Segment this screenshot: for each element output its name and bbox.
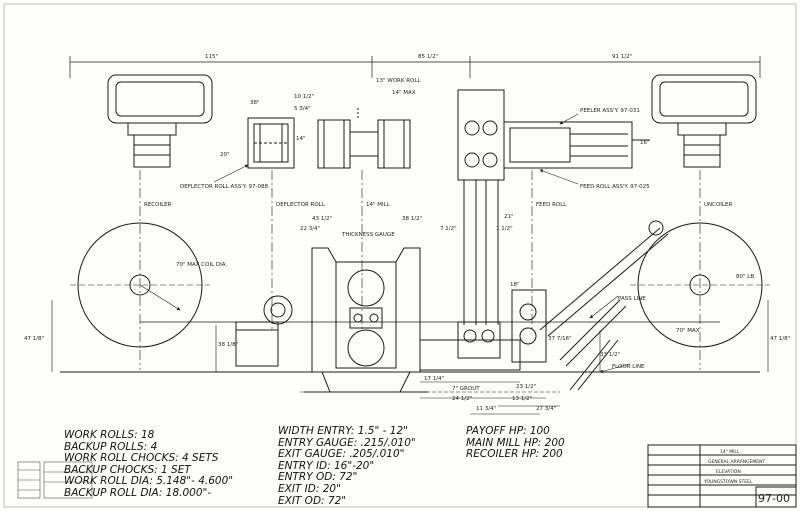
label-feed-roll-assy: FEED ROLL ASS'Y. 97-025 xyxy=(580,184,650,190)
main-mill-housing xyxy=(304,247,428,393)
dim-11-75: 11 3/4" xyxy=(476,406,496,412)
label-uncoiler: UNCOILER xyxy=(704,202,732,208)
label-feed-roll: FEED ROLL xyxy=(536,202,567,208)
label-peeler-assy: PEELER ASS'Y. 97-031 xyxy=(580,108,640,114)
dim-24-5: 24 1/2" xyxy=(452,396,472,402)
dim-38-5: 38 1/2" xyxy=(402,216,422,222)
dim-38: 38" xyxy=(250,100,260,106)
work-roll-chocks xyxy=(317,108,411,169)
dim-center: 85 1/2" xyxy=(418,54,438,60)
dim-7-5: 7 1/2" xyxy=(440,226,457,232)
uncoiler-motor xyxy=(651,74,757,168)
recoiler-motor xyxy=(107,74,213,168)
label-floor-line: FLOOR LINE xyxy=(612,364,645,370)
dim-1-5: 1 1/2" xyxy=(496,226,513,232)
drawing-number: 97-00 xyxy=(758,492,790,505)
uncoiler-coil xyxy=(630,222,770,348)
title-line-3: ELEVATION xyxy=(716,469,741,475)
label-mill: 14" MILL xyxy=(366,202,391,208)
title-line-2: GENERAL ARRANGEMENT xyxy=(708,459,766,465)
note-exit-gauge: EXIT GAUGE: .205/.010" xyxy=(278,448,405,461)
note-backup-rolls: BACKUP ROLLS: 4 xyxy=(64,440,158,453)
dim-20: 20" xyxy=(220,152,230,158)
dim-left: 115" xyxy=(205,54,218,60)
peeler-assembly xyxy=(503,121,650,169)
dim-37-7-16: 37 7/16" xyxy=(548,336,572,342)
note-entry-gauge: ENTRY GAUGE: .215/.010" xyxy=(278,436,416,449)
mill-stand xyxy=(457,89,505,325)
company-name: YOUNGSTOWN STEEL xyxy=(703,479,753,485)
note-recoiler-hp: RECOILER HP: 200 xyxy=(466,448,563,461)
label-deflector-roll-assy: DEFLECTOR ROLL ASS'Y. 97-088 xyxy=(180,184,269,190)
deflector-roll-assembly xyxy=(247,117,295,169)
dim-14-max: 14" MAX xyxy=(392,90,416,96)
dim-38-left: 38 1/8" xyxy=(218,342,238,348)
note-main-mill-hp: MAIN MILL HP: 200 xyxy=(466,436,565,449)
dim-18: 18" xyxy=(510,282,520,288)
label-thickness-gauge: THICKNESS GAUGE xyxy=(341,232,395,238)
note-backup-chocks: BACKUP CHOCKS: 1 SET xyxy=(64,463,191,476)
label-recoiler: RECOILER xyxy=(144,202,172,208)
note-work-rolls: WORK ROLLS: 18 xyxy=(64,429,155,441)
dim-10-5: 10 1/2" xyxy=(294,94,314,100)
label-pass-line: PASS LINE xyxy=(618,296,646,302)
dim-21: 21" xyxy=(504,214,514,220)
dim-70-max: 70" MAX xyxy=(676,328,700,334)
dim-16: 16" xyxy=(640,140,650,146)
dim-43-5: 43 1/2" xyxy=(312,216,332,222)
sheet-border xyxy=(3,3,797,508)
deflector-roll xyxy=(235,295,293,367)
title-line-1: 14" MILL xyxy=(720,449,740,455)
note-work-roll-dia: WORK ROLL DIA: 5.148"- 4.600" xyxy=(64,475,234,488)
title-block xyxy=(647,444,797,508)
feed-roll-stand xyxy=(419,289,547,371)
dim-23-5: 23 1/2" xyxy=(516,384,536,390)
dim-22-75: 22 3/4" xyxy=(300,226,320,232)
approval-stamps xyxy=(17,461,93,499)
dim-13-5: 13 1/2" xyxy=(512,396,532,402)
dim-7-grout: 7" GROUT xyxy=(452,386,480,392)
dim-33-5: 33 1/2" xyxy=(600,352,620,358)
note-width-entry: WIDTH ENTRY: 1.5" - 12" xyxy=(278,425,408,437)
dim-14: 14" xyxy=(296,136,306,142)
dim-13-work-roll: 13" WORK ROLL xyxy=(376,78,421,84)
note-entry-id: ENTRY ID: 16"-20" xyxy=(278,459,375,472)
note-payoff-hp: PAYOFF HP: 100 xyxy=(466,425,550,437)
dim-70-coil-dia: 70" MAX COIL DIA. xyxy=(176,262,227,268)
note-work-roll-chocks: WORK ROLL CHOCKS: 4 SETS xyxy=(64,452,219,465)
label-deflector-roll: DEFLECTOR ROLL xyxy=(276,202,326,208)
dim-80-lb: 80" LB. xyxy=(736,274,756,280)
dim-17-25: 17 1/4" xyxy=(424,376,444,382)
dim-27-75: 27 3/4" xyxy=(536,406,556,412)
notes-column-2: WIDTH ENTRY: 1.5" - 12" ENTRY GAUGE: .21… xyxy=(278,425,416,507)
note-entry-od: ENTRY OD: 72" xyxy=(278,471,358,484)
dim-right: 91 1/2" xyxy=(612,54,632,60)
note-exit-id: EXIT ID: 20" xyxy=(278,482,341,495)
recoiler-coil xyxy=(70,222,210,348)
dim-47-right: 47 1/8" xyxy=(770,336,790,342)
dim-47-left: 47 1/8" xyxy=(24,336,44,342)
dim-5-75: 5 3/4" xyxy=(294,106,311,112)
note-exit-od: EXIT OD: 72" xyxy=(278,494,347,507)
note-backup-roll-dia: BACKUP ROLL DIA: 18.000"- xyxy=(64,486,212,499)
peeler-arm xyxy=(539,220,669,391)
notes-column-1: WORK ROLLS: 18 BACKUP ROLLS: 4 WORK ROLL… xyxy=(64,429,234,500)
notes-column-3: PAYOFF HP: 100 MAIN MILL HP: 200 RECOILE… xyxy=(466,425,565,461)
